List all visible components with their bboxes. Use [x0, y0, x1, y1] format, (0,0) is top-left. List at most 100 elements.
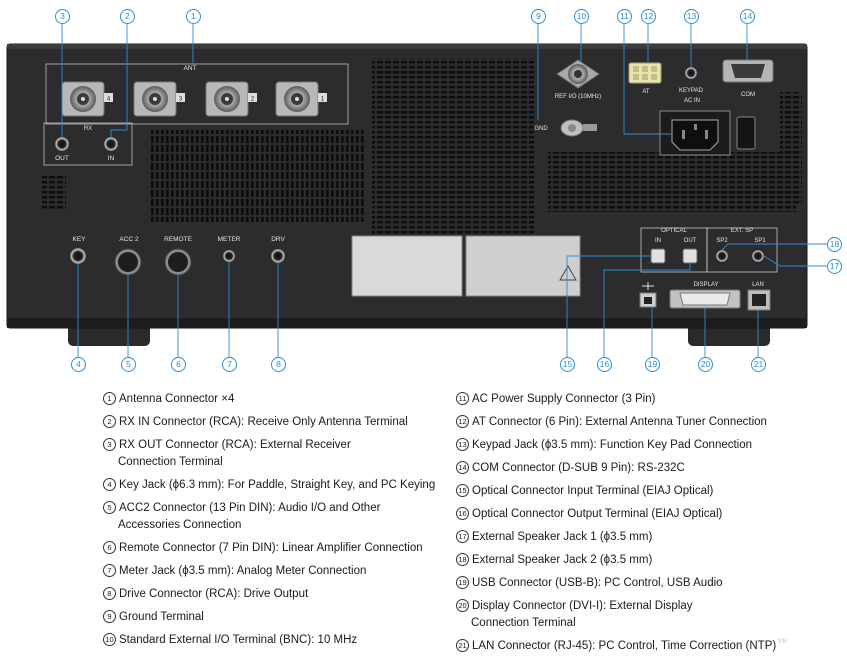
ext-speaker-jack-1[interactable] — [752, 250, 764, 262]
dvi-display-connector[interactable] — [669, 289, 741, 309]
ext-speaker-jack-2[interactable] — [716, 250, 728, 262]
legend-text-5: ACC2 Connector (13 Pin DIN): Audio I/O a… — [119, 502, 381, 514]
power-switch[interactable] — [736, 116, 756, 150]
optical-in-label: IN — [655, 238, 661, 244]
legend-num-19: 19 — [456, 576, 469, 589]
legend-num-15: 15 — [456, 484, 469, 497]
ref-io-label: REF I/O (10MHz) — [555, 94, 601, 100]
callout-13: 13 — [684, 9, 699, 24]
chassis-top-edge — [7, 44, 807, 49]
legend-text-4: Key Jack (ϕ6.3 mm): For Paddle, Straight… — [119, 479, 436, 491]
serial-label-sticker — [351, 235, 463, 297]
sp1-label: SP1 — [754, 238, 766, 244]
leader-18 — [721, 243, 827, 251]
legend-num-16: 16 — [456, 507, 469, 520]
usb-b-port-inner — [644, 297, 652, 304]
remote-din-connector[interactable] — [164, 248, 192, 276]
lan-rj45-port[interactable] — [747, 289, 771, 311]
legend-num-11: 11 — [456, 392, 469, 405]
vent-right-edge — [780, 92, 802, 204]
com-dsub-connector[interactable] — [722, 59, 774, 83]
ant4-number: 4 — [107, 97, 111, 103]
callout-15: 15 — [560, 357, 575, 372]
optical-out-label: OUT — [684, 238, 697, 244]
vent-center-top — [372, 58, 534, 236]
gnd-label: GND — [534, 126, 548, 132]
ac-inlet-pin-right — [705, 130, 708, 139]
rx-in-jack[interactable] — [104, 137, 118, 151]
callout-8: 8 — [271, 357, 286, 372]
legend-num-3: 3 — [103, 438, 116, 451]
callout-4: 4 — [71, 357, 86, 372]
ground-terminal[interactable] — [560, 119, 597, 137]
ext-sp-label: EXT. SP — [731, 228, 753, 234]
antenna-connector-1[interactable]: 1 — [275, 81, 327, 117]
legend-text-7: Meter Jack (ϕ3.5 mm): Analog Meter Conne… — [119, 565, 367, 577]
legend-num-20: 20 — [456, 599, 469, 612]
legend-text-6: Remote Connector (7 Pin DIN): Linear Amp… — [119, 542, 423, 554]
leader-15 — [566, 255, 651, 357]
ant-label: ANT — [184, 65, 197, 72]
ac-in-label: AC IN — [684, 98, 700, 104]
legend-text-1: Antenna Connector ×4 — [119, 393, 235, 405]
legend-text-15: Optical Connector Input Terminal (EIAJ O… — [472, 485, 714, 497]
leader-2 — [110, 23, 128, 137]
rx-label: RX — [84, 126, 92, 132]
legend-text-5-cont: Accessories Connection — [118, 519, 242, 531]
rx-group-frame — [43, 122, 133, 166]
meter-label: METER — [218, 236, 241, 243]
legend-num-2: 2 — [103, 415, 116, 428]
legend-text-18: External Speaker Jack 2 (ϕ3.5 mm) — [472, 554, 653, 566]
callout-3: 3 — [55, 9, 70, 24]
legend-text-2: RX IN Connector (RCA): Receive Only Ante… — [119, 416, 408, 428]
legend-text-20-cont: Connection Terminal — [471, 617, 576, 629]
legend-num-14: 14 — [456, 461, 469, 474]
callout-12: 12 — [641, 9, 656, 24]
right-foot — [688, 324, 770, 346]
antenna-connector-3[interactable]: 3 — [133, 81, 185, 117]
callout-2: 2 — [120, 9, 135, 24]
legend-num-5: 5 — [103, 501, 116, 514]
acc2-din-connector[interactable] — [114, 248, 142, 276]
vent-right-middle — [548, 152, 796, 212]
ant2-number: 2 — [251, 97, 255, 103]
rx-out-label: OUT — [55, 155, 69, 162]
callout-21: 21 — [751, 357, 766, 372]
antenna-connector-4[interactable]: 4 — [61, 81, 113, 117]
callout-19: 19 — [645, 357, 660, 372]
legend-num-4: 4 — [103, 478, 116, 491]
legend-num-18: 18 — [456, 553, 469, 566]
keypad-label: KEYPAD — [679, 88, 704, 94]
meter-jack[interactable] — [223, 250, 235, 262]
legend-text-19: USB Connector (USB-B): PC Control, USB A… — [472, 577, 723, 589]
legend-text-9: Ground Terminal — [119, 611, 204, 623]
legend-text-11: AC Power Supply Connector (3 Pin) — [472, 393, 656, 405]
keypad-jack[interactable] — [685, 67, 697, 79]
usb-icon — [642, 282, 654, 290]
legend-num-9: 9 — [103, 610, 116, 623]
optical-out-port[interactable] — [682, 248, 698, 264]
legend-text-21: LAN Connector (RJ-45): PC Control, Time … — [472, 640, 777, 652]
optical-in-port[interactable] — [650, 248, 666, 264]
antenna-connector-2[interactable]: 2 — [205, 81, 257, 117]
key-jack[interactable] — [70, 248, 86, 264]
callout-5: 5 — [121, 357, 136, 372]
at-connector[interactable] — [628, 62, 662, 84]
callout-16: 16 — [597, 357, 612, 372]
ref-io-bnc-connector[interactable] — [556, 59, 600, 89]
drv-jack[interactable] — [271, 249, 285, 263]
rx-out-jack[interactable] — [55, 137, 69, 151]
ac-power-inlet[interactable] — [671, 119, 719, 151]
